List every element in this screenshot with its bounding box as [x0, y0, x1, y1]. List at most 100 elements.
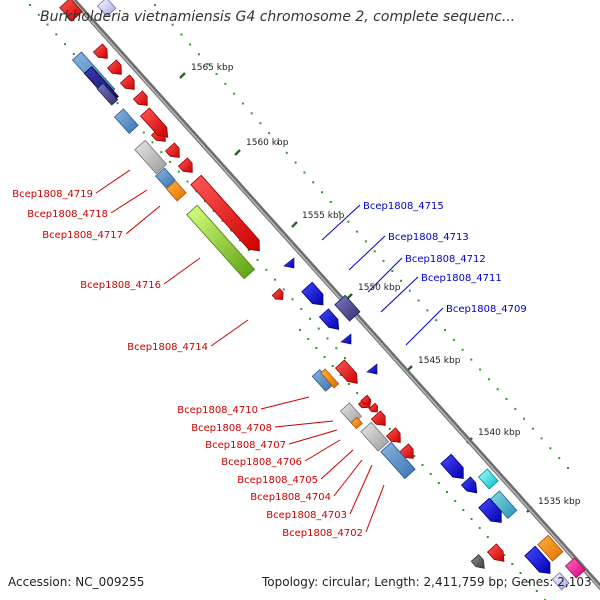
gene-label[interactable]: Bcep1808_4703 [266, 510, 347, 521]
ruler-dot [241, 102, 244, 105]
gene-label[interactable]: Bcep1808_4704 [250, 492, 331, 503]
ruler-dot [154, 4, 156, 6]
feature-forward-large [190, 174, 260, 252]
ruler-dot [307, 338, 310, 340]
gene-label[interactable]: Bcep1808_4710 [177, 405, 258, 416]
feature-reverse-small [283, 257, 295, 269]
gene-label[interactable]: Bcep1808_4714 [127, 342, 208, 353]
ruler-dot [486, 536, 489, 538]
feature-reverse-small [366, 363, 378, 375]
ruler-dot [247, 249, 250, 252]
ruler-dot [171, 23, 174, 26]
ruler-dot [300, 308, 303, 310]
gene-label[interactable]: Bcep1808_4711 [421, 273, 502, 284]
ruler-dot [417, 299, 420, 302]
feature-other [154, 167, 176, 189]
feature-other [564, 557, 586, 579]
ruler-dot [329, 201, 332, 203]
ruler-dot [461, 348, 464, 351]
ruler-dot [321, 191, 323, 194]
ruler-dot [72, 53, 75, 55]
feature-reverse [478, 497, 502, 523]
feature-forward-small [370, 410, 386, 426]
feature-other [551, 572, 570, 591]
feature-reverse [318, 308, 340, 330]
ruler-dot [299, 329, 301, 331]
label-leader-line [380, 276, 419, 313]
ruler-tick-label: 1545 kbp [418, 356, 461, 366]
ruler-dot [348, 383, 350, 385]
ruler-tick-label: 1540 kbp [478, 428, 521, 438]
gene-label[interactable]: Bcep1808_4719 [12, 189, 93, 200]
label-leader-line [95, 169, 131, 194]
feature-reverse-small [340, 333, 352, 345]
feature-other [360, 421, 390, 452]
ruler-dot [487, 378, 490, 381]
ruler-dot [479, 368, 482, 371]
gene-label[interactable]: Bcep1808_4715 [363, 201, 444, 212]
ruler-dot [373, 250, 376, 253]
ruler-dot [446, 491, 448, 493]
gene-label[interactable]: Bcep1808_4705 [237, 475, 318, 486]
ruler-dot [291, 298, 294, 301]
ruler-dot [186, 180, 189, 183]
gene-label[interactable]: Bcep1808_4713 [388, 232, 469, 243]
ruler-dot [388, 428, 391, 430]
label-leader-line [210, 319, 249, 347]
ruler-dot [151, 141, 154, 144]
ruler-dot [470, 518, 473, 520]
ruler-tick-label: 1560 kbp [246, 138, 289, 148]
ruler-dot [285, 151, 288, 154]
feature-forward-small [119, 74, 135, 90]
gene-label[interactable]: Bcep1808_4716 [80, 280, 161, 291]
ruler-dot [160, 151, 163, 154]
feature-forward-small [106, 59, 122, 75]
feature-forward-partial [59, 0, 83, 22]
feature-other [134, 139, 168, 175]
ruler-dot [421, 464, 424, 466]
label-leader-line [367, 257, 403, 293]
ruler-dot [64, 43, 66, 46]
gene-label[interactable]: Bcep1808_4702 [282, 528, 363, 539]
ruler-dot [116, 102, 119, 105]
gene-label[interactable]: Bcep1808_4712 [405, 254, 486, 265]
ruler-tick-label: 1555 kbp [302, 211, 345, 221]
ruler-dot [356, 230, 359, 233]
gene-label[interactable]: Bcep1808_4706 [221, 457, 302, 468]
sequence-backbone [70, 0, 600, 591]
ruler-dot [503, 554, 506, 556]
ruler-dot [331, 365, 334, 367]
ruler-dot [268, 132, 271, 135]
ruler-dot [437, 482, 440, 484]
feature-forward [139, 107, 169, 138]
label-leader-line [365, 484, 385, 533]
backbone-line [70, 0, 600, 591]
ruler-dot [169, 160, 171, 163]
gene-label[interactable]: Bcep1808_4717 [42, 230, 123, 241]
gene-label[interactable]: Bcep1808_4707 [205, 440, 286, 451]
feature-forward-small [398, 443, 414, 459]
gene-label[interactable]: Bcep1808_4718 [27, 209, 108, 220]
feature-other [489, 490, 518, 519]
ruler-dot [259, 122, 262, 125]
gene-label[interactable]: Bcep1808_4709 [446, 304, 527, 315]
ruler-dot [408, 289, 411, 292]
feature-reverse [524, 545, 551, 574]
ruler-dot [274, 278, 276, 281]
ruler-dot [413, 455, 416, 457]
feature-forward-small [132, 90, 148, 106]
feature-forward [486, 543, 505, 562]
feature-other [320, 368, 340, 389]
map-title: Burkholderia vietnamiensis G4 chromosome… [40, 9, 516, 25]
feature-forward-small [368, 402, 379, 413]
label-leader-line [405, 307, 444, 346]
feature-forward-small [271, 288, 284, 300]
feature-other [350, 416, 363, 430]
ruler-dot [177, 170, 180, 173]
ruler-dot [540, 437, 543, 440]
gene-label[interactable]: Bcep1808_4708 [191, 423, 272, 434]
ruler-dot [206, 63, 209, 66]
ruler-tick-label: 1565 kbp [191, 63, 234, 73]
label-leader-line [320, 449, 354, 480]
